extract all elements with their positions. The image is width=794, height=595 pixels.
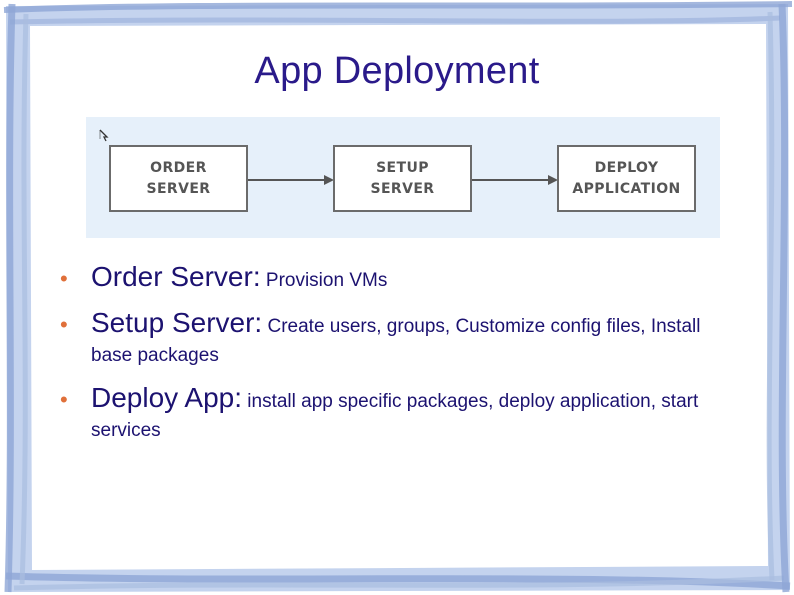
bullet-heading: Order Server:	[91, 261, 261, 292]
step-label-line2: SERVER	[146, 180, 211, 197]
bullet-description: Provision VMs	[265, 270, 388, 291]
arrow-right-icon	[472, 175, 558, 185]
step-deploy-application: DEPLOY APPLICATION	[557, 145, 696, 212]
step-order-server: ORDER SERVER	[109, 145, 248, 212]
bullet-dot-icon: •	[60, 387, 68, 412]
frame-stroke-left	[4, 3, 16, 593]
bullet-heading: Setup Server:	[91, 307, 263, 338]
frame-stroke-right-2	[766, 11, 775, 581]
bullet-heading: Deploy App:	[91, 382, 242, 413]
frame-stroke-top	[3, 1, 793, 13]
frame-stroke-bottom-2	[13, 575, 785, 591]
slide-title: App Deployment	[254, 50, 540, 92]
bullet-description: Create users, groups, Customize config f…	[91, 316, 701, 366]
step-label-line1: SETUP	[376, 159, 429, 176]
bullet-description: install app specific packages, deploy ap…	[91, 391, 699, 441]
frame-stroke-left-2	[19, 13, 29, 585]
bullet-item: • Setup Server: Create users, groups, Cu…	[60, 308, 740, 370]
step-label-line2: SERVER	[370, 180, 435, 197]
mouse-cursor-icon	[99, 129, 109, 142]
bullet-list: • Order Server: Provision VMs • Setup Se…	[60, 262, 740, 458]
arrow-right-icon	[248, 175, 334, 185]
bullet-item: • Deploy App: install app specific packa…	[60, 383, 740, 445]
step-label-line1: ORDER	[150, 159, 207, 176]
step-label-line1: DEPLOY	[594, 159, 659, 176]
frame-stroke-top-2	[9, 15, 781, 25]
step-setup-server: SETUP SERVER	[333, 145, 472, 212]
step-label-line2: APPLICATION	[572, 180, 681, 197]
bullet-item: • Order Server: Provision VMs	[60, 262, 740, 295]
bullet-dot-icon: •	[60, 312, 68, 337]
bullet-dot-icon: •	[60, 266, 68, 291]
frame-stroke-right	[778, 3, 790, 593]
